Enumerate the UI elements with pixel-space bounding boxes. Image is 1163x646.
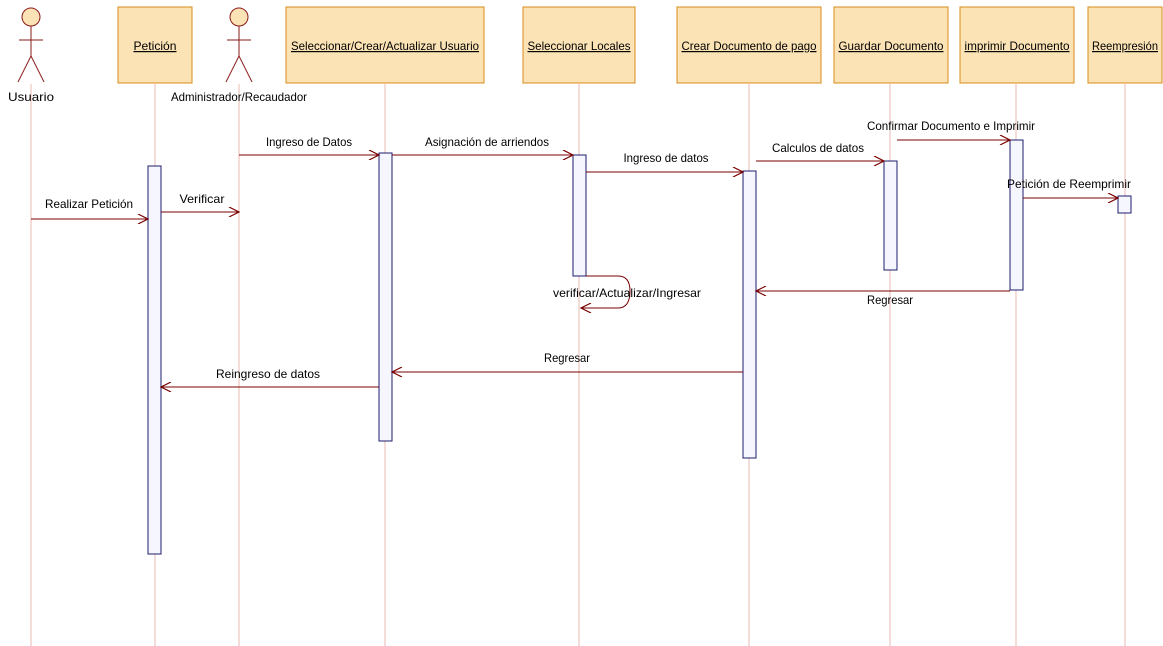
object-label-reimpresion: Reempresión <box>1092 39 1158 53</box>
object-label-guardar: Guardar Documento <box>839 39 944 53</box>
actor-head <box>21 7 41 27</box>
actor-head <box>229 7 249 27</box>
object-guardar: Guardar Documento <box>833 6 949 84</box>
object-crear-doc: Crear Documento de pago <box>676 6 822 84</box>
actor-usuario <box>17 7 45 83</box>
message-label-asignacion: Asignación de arriendos <box>425 135 549 149</box>
activation-imprimir <box>1009 139 1024 291</box>
object-peticion: Petición <box>117 6 193 84</box>
actor-admin <box>225 7 253 83</box>
message-arrow-self <box>581 275 631 308</box>
message-label-confirmar: Confirmar Documento e Imprimir <box>867 119 1035 133</box>
message-labels: Realizar Petición Verificar Ingreso de D… <box>45 119 1131 381</box>
message-label-realizar-peticion: Realizar Petición <box>45 197 133 211</box>
activation-crear-doc <box>742 170 757 459</box>
message-label-regresar-2: Regresar <box>544 351 590 365</box>
activation-guardar <box>883 160 898 271</box>
activation-reimpresion <box>1117 195 1132 214</box>
message-label-calculos: Calculos de datos <box>772 141 864 155</box>
message-label-ingreso-datos: Ingreso de Datos <box>266 135 352 149</box>
object-imprimir: imprimir Documento <box>959 6 1075 84</box>
message-label-verificar: Verificar <box>180 192 225 206</box>
message-label-reemprimir: Petición de Reemprimir <box>1007 177 1131 191</box>
object-reimpresion: Reempresión <box>1087 6 1163 84</box>
activations <box>147 139 1132 555</box>
activation-locales <box>572 154 587 277</box>
object-locales: Seleccionar Locales <box>522 6 636 84</box>
messages <box>31 140 1118 387</box>
object-label-locales: Seleccionar Locales <box>528 39 631 53</box>
actor-label-admin: Administrador/Recaudador <box>171 90 307 104</box>
message-label-ingreso-datos-2: Ingreso de datos <box>624 151 709 165</box>
object-label-crear-doc: Crear Documento de pago <box>682 39 817 53</box>
message-label-self: verificar/Actualizar/Ingresar <box>553 286 701 300</box>
activation-usuario-obj <box>378 152 393 442</box>
object-label-peticion: Petición <box>134 39 177 53</box>
message-label-reingreso: Reingreso de datos <box>216 367 320 381</box>
object-usuario: Seleccionar/Crear/Actualizar Usuario <box>285 6 485 84</box>
object-label-usuario: Seleccionar/Crear/Actualizar Usuario <box>291 39 479 53</box>
message-label-regresar-1: Regresar <box>867 293 913 307</box>
object-label-imprimir: imprimir Documento <box>965 39 1070 53</box>
actor-label-usuario: Usuario <box>8 90 54 104</box>
activation-peticion <box>147 165 162 555</box>
